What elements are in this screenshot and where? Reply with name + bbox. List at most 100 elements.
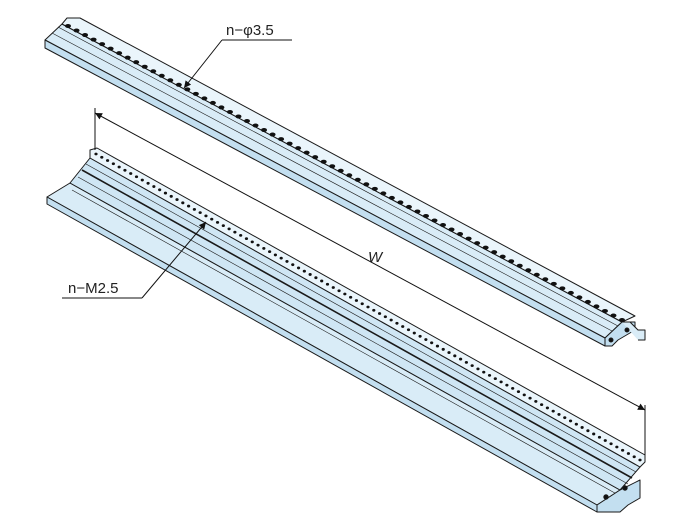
hole [482, 245, 489, 250]
hole [175, 82, 182, 87]
hole [215, 220, 220, 224]
hole [580, 426, 584, 429]
hole [603, 439, 607, 442]
hole [422, 213, 429, 218]
hole [493, 377, 497, 381]
hole [233, 230, 237, 234]
hole [377, 312, 382, 315]
hole [141, 64, 148, 69]
hole [545, 406, 550, 410]
hole [542, 277, 549, 282]
hole [491, 250, 498, 255]
hole [424, 338, 428, 341]
hole [296, 266, 301, 270]
hole [592, 432, 596, 436]
hole [262, 247, 266, 250]
width-label: W [368, 249, 384, 266]
hole [395, 321, 399, 325]
width-dimension [94, 108, 646, 455]
hole [175, 198, 179, 201]
hole [457, 232, 464, 237]
hole [505, 383, 509, 387]
hole [360, 302, 364, 306]
hole [227, 227, 231, 231]
hole [325, 282, 330, 286]
hole [465, 236, 472, 241]
hole [474, 241, 481, 246]
hole [320, 159, 327, 164]
hole [152, 185, 156, 188]
hole [476, 367, 480, 371]
hole [140, 178, 144, 182]
hole [295, 146, 302, 151]
hole [308, 273, 312, 276]
hole [192, 207, 196, 211]
hole [401, 325, 405, 328]
hole [551, 409, 555, 413]
top-holes-leader [183, 39, 292, 89]
hole [221, 224, 225, 228]
hole [380, 191, 387, 196]
hole [192, 91, 199, 96]
hole [346, 173, 353, 178]
hole [167, 78, 174, 83]
hole [181, 201, 185, 205]
hole [563, 416, 567, 420]
hole [516, 390, 521, 394]
hole [453, 354, 457, 358]
hole [430, 341, 434, 345]
hole [204, 214, 208, 218]
hole [210, 217, 214, 221]
hole [389, 318, 393, 322]
hole [528, 396, 532, 400]
hole [508, 259, 515, 264]
hole [567, 290, 574, 295]
hole [557, 413, 561, 416]
hole [111, 162, 115, 166]
hole [123, 168, 127, 172]
hole [458, 357, 463, 361]
hole [133, 60, 140, 65]
hole [163, 191, 168, 195]
hole [279, 256, 283, 260]
hole [435, 344, 440, 348]
hole [499, 254, 506, 259]
hole [169, 194, 173, 198]
hole [584, 299, 591, 304]
hole [100, 155, 104, 159]
hole [626, 452, 631, 455]
hole [252, 123, 259, 128]
hole [550, 281, 557, 286]
hole [499, 380, 503, 384]
hole [198, 211, 202, 214]
hole [431, 218, 438, 223]
hole [343, 292, 347, 296]
hole [601, 308, 608, 313]
hole [366, 305, 370, 309]
hole [372, 308, 376, 312]
hole [99, 42, 106, 47]
hole [302, 269, 306, 273]
hole [150, 69, 157, 74]
hole [447, 351, 451, 354]
hole [186, 204, 191, 208]
hole [522, 393, 526, 397]
hole [314, 276, 318, 280]
hole [303, 150, 310, 155]
hole [349, 295, 353, 299]
hole [273, 253, 278, 257]
hole [65, 24, 71, 28]
hole [511, 386, 515, 390]
hole [540, 403, 544, 407]
hole [383, 315, 387, 319]
hole [201, 96, 208, 101]
hole [184, 87, 191, 92]
bottom-taps-label: n−M2.5 [68, 280, 118, 297]
hole [158, 73, 165, 78]
hole [107, 46, 114, 51]
hole [470, 364, 474, 367]
top-holes-label: n−φ3.5 [226, 22, 274, 39]
hole [320, 279, 324, 283]
hole [534, 400, 538, 403]
hole [117, 165, 121, 169]
